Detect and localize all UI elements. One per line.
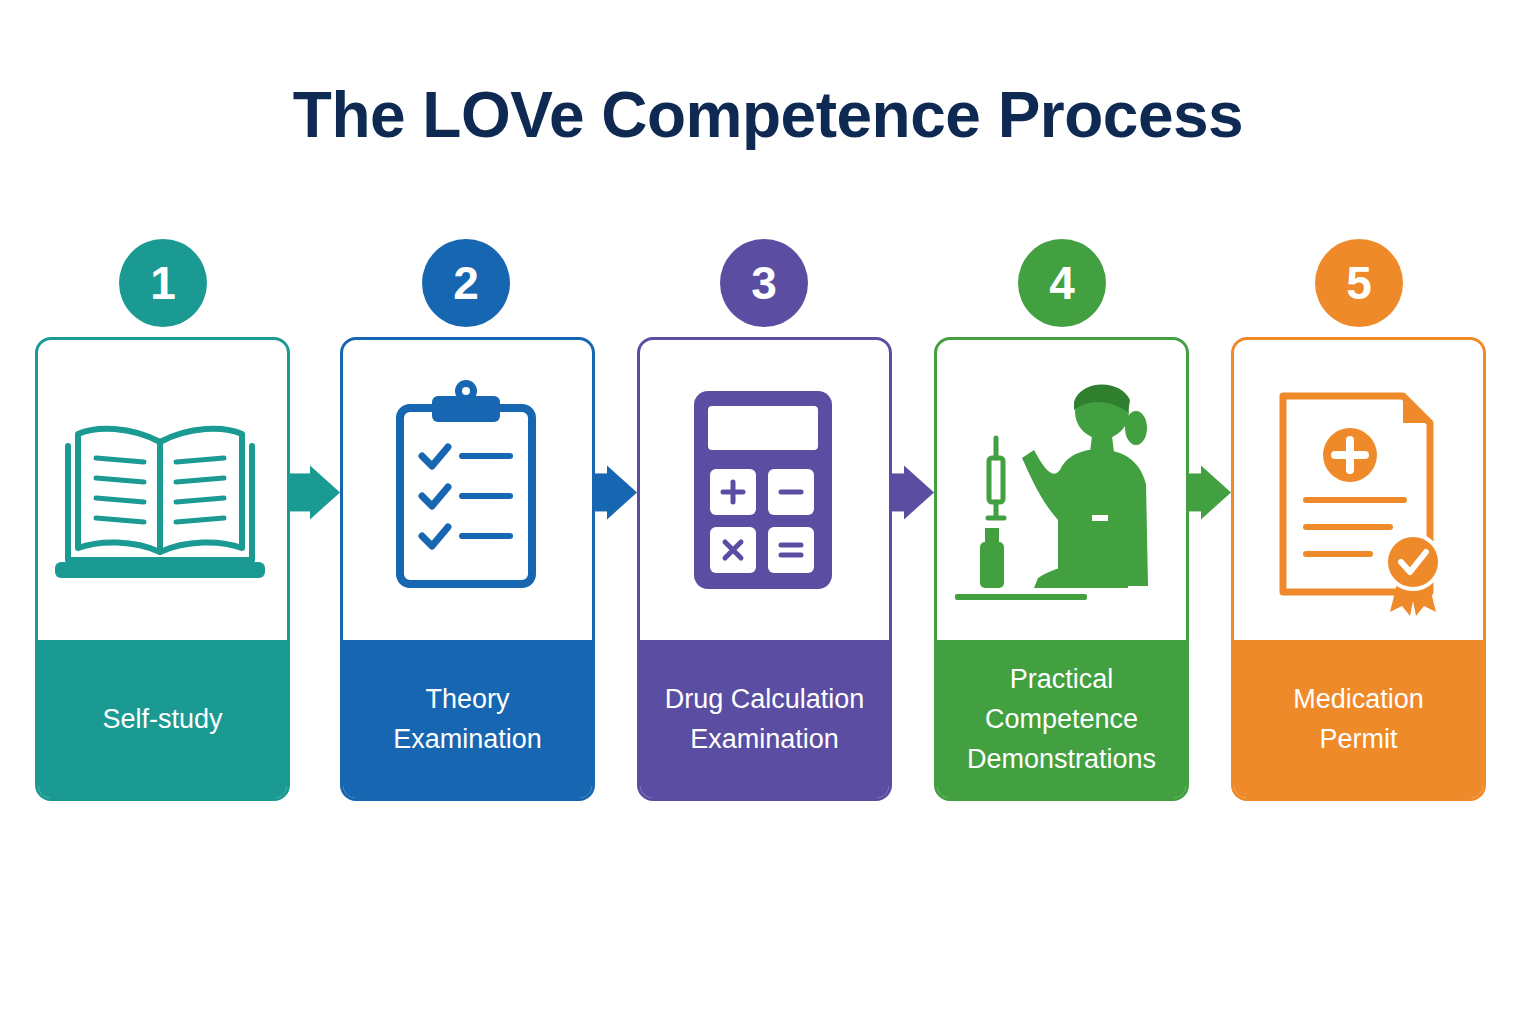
calculator-icon [694, 391, 832, 589]
arrow-shaft [290, 473, 311, 511]
permit-icon [1283, 396, 1440, 616]
equals-symbol [781, 545, 801, 555]
step-number-circle: 1 [119, 239, 207, 327]
arrow-head [607, 465, 637, 519]
nurse-arm [1034, 564, 1128, 588]
step-card: Drug Calculation Examination [637, 337, 892, 801]
step-label: Medication Permit [1269, 679, 1449, 759]
clipboard-hole [462, 387, 470, 395]
label-wrap: Practical Competence Demonstrations [946, 659, 1177, 779]
step-label: Drug Calculation Examination [649, 679, 880, 759]
text-lines [96, 458, 144, 522]
label-wrap: Drug Calculation Examination [649, 679, 880, 759]
label-band: Drug Calculation Examination [640, 640, 889, 798]
arrow-shaft [1189, 473, 1202, 511]
arrow-head [1201, 465, 1231, 519]
nurse-head [1075, 385, 1129, 439]
syringe-needle [994, 438, 999, 458]
calculator-key [710, 469, 756, 515]
clipboard-clip [432, 396, 500, 422]
diagram-title: The LOVe Competence Process [0, 78, 1536, 152]
label-band: Self-study [38, 640, 287, 798]
laptop-base [55, 562, 265, 578]
nurse-body [1022, 450, 1148, 586]
label-band: Theory Examination [343, 640, 592, 798]
step-number-circle: 3 [720, 239, 808, 327]
step-number-circle: 2 [422, 239, 510, 327]
key-symbols [723, 482, 801, 558]
clipboard-icon [400, 380, 532, 584]
step-number: 4 [1049, 256, 1075, 310]
medical-cross-circle [1323, 428, 1377, 482]
step-card: Medication Permit [1231, 337, 1486, 801]
step-label: Practical Competence Demonstrations [946, 659, 1177, 779]
nurse-neck [1090, 436, 1114, 452]
calculator-screen [708, 406, 818, 450]
check-mark [422, 487, 448, 506]
label-band: Medication Permit [1234, 640, 1483, 798]
syringe [988, 438, 1004, 518]
flow-arrow [595, 465, 637, 519]
book-laptop-icon [55, 429, 265, 578]
step-number: 3 [751, 256, 777, 310]
step-number: 1 [150, 256, 176, 310]
label-wrap: Self-study [102, 699, 222, 739]
name-tag [1092, 515, 1108, 521]
check-mark [422, 527, 448, 546]
step-number-circle: 5 [1315, 239, 1403, 327]
arrow-shaft [595, 473, 608, 511]
step-label: Self-study [102, 699, 222, 739]
step-card: Practical Competence Demonstrations [934, 337, 1189, 801]
arrow-head [904, 465, 934, 519]
minus-symbol [781, 490, 801, 495]
badge-check [1401, 552, 1426, 572]
badge-ribbon [1390, 580, 1416, 616]
medical-cross [1335, 440, 1365, 470]
book-page [160, 429, 242, 552]
badge-ribbon [1410, 580, 1436, 616]
plus-symbol [723, 482, 743, 502]
book-cover [68, 446, 252, 560]
times-symbol [725, 542, 741, 558]
step-number: 5 [1346, 256, 1372, 310]
bottle-neck [985, 528, 999, 542]
step-card: Theory Examination [340, 337, 595, 801]
arrow-shaft [892, 473, 905, 511]
calculator-key [768, 469, 814, 515]
nurse-hair [1074, 384, 1130, 412]
step-number-circle: 4 [1018, 239, 1106, 327]
book-page [78, 429, 160, 552]
medicine-bottle [980, 542, 1004, 588]
nurse-icon [955, 384, 1148, 600]
calculator-key [768, 527, 814, 573]
clipboard-ring [455, 380, 477, 402]
flow-arrow [892, 465, 934, 519]
text-lines [176, 458, 224, 522]
document-outline [1283, 396, 1430, 592]
label-wrap: Theory Examination [352, 679, 583, 759]
clipboard-board [400, 408, 532, 584]
arrow-head [310, 465, 340, 519]
syringe-plunger [988, 502, 1004, 518]
step-label: Theory Examination [352, 679, 583, 759]
syringe-barrel [989, 458, 1003, 502]
calculator-key [710, 527, 756, 573]
document-lines [1306, 500, 1404, 554]
label-wrap: Medication Permit [1269, 679, 1449, 759]
nurse-ponytail [1125, 411, 1147, 445]
flow-arrow [290, 465, 340, 519]
step-card: Self-study [35, 337, 290, 801]
list-lines [462, 456, 510, 536]
document-fold [1403, 396, 1430, 423]
badge-seal [1386, 535, 1440, 589]
check-mark [422, 447, 448, 466]
table-top [955, 594, 1087, 600]
step-number: 2 [453, 256, 479, 310]
calculator-body [694, 391, 832, 589]
label-band: Practical Competence Demonstrations [937, 640, 1186, 798]
flow-arrow [1189, 465, 1231, 519]
